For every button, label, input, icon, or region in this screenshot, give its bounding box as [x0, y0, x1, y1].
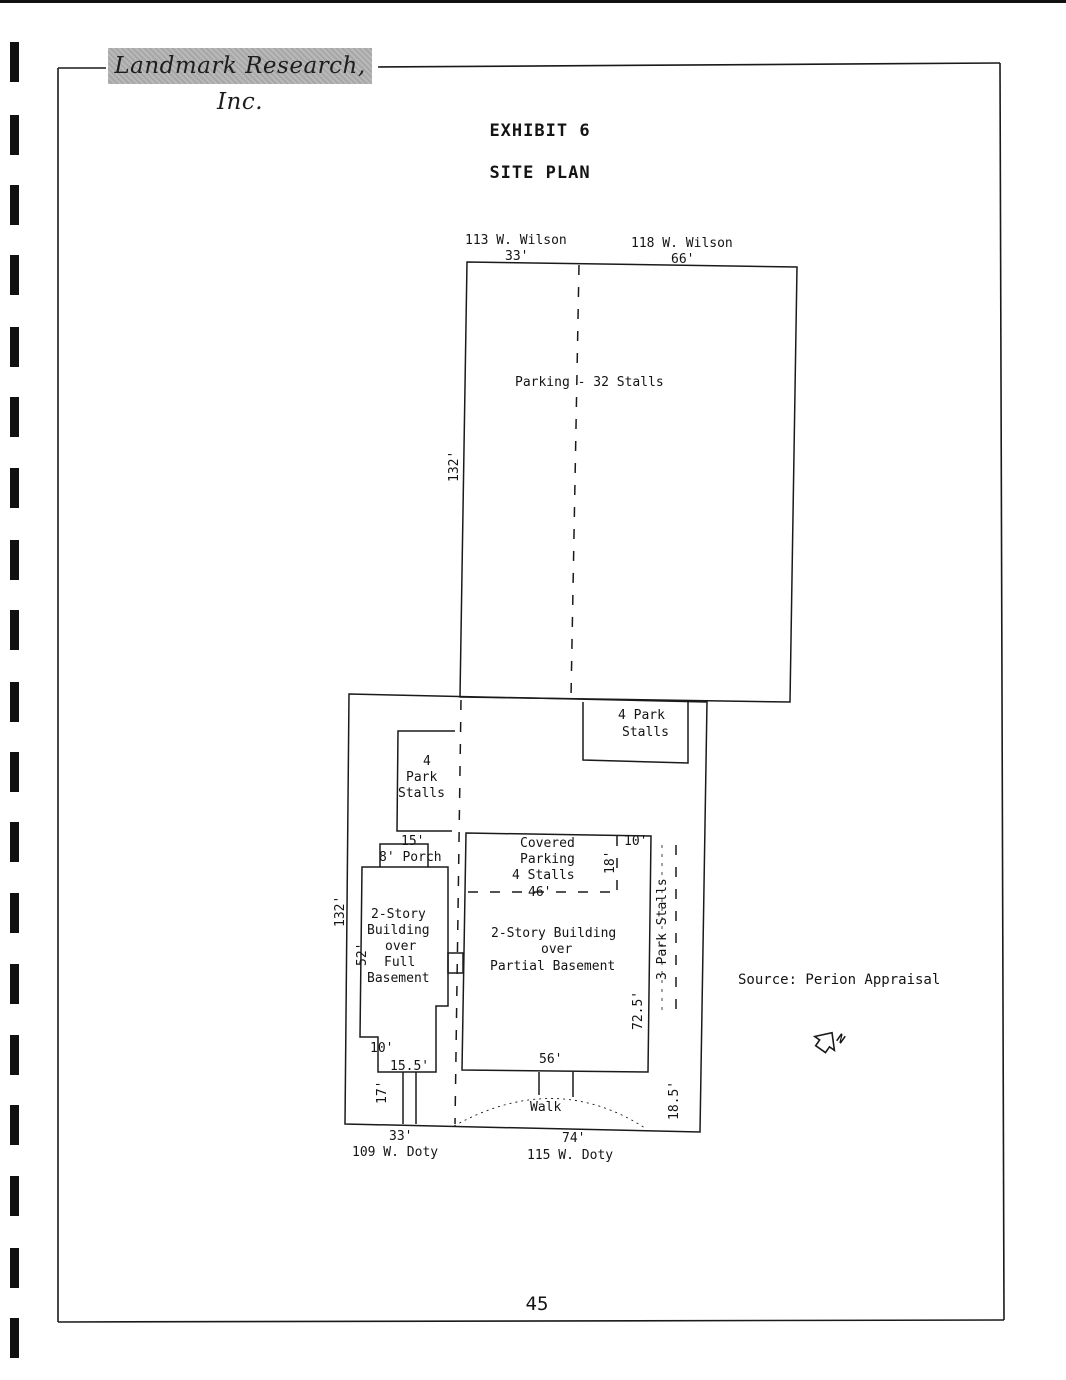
porch-label: 8' Porch — [379, 850, 442, 865]
dimension-label: 15.5' — [390, 1059, 429, 1074]
dimension-label: 18.5' — [667, 1081, 682, 1120]
company-logo: Landmark Research, Inc. — [108, 48, 372, 115]
building-label: Basement — [367, 971, 430, 986]
park-stalls-label: 3 Park Stalls — [655, 878, 670, 980]
porch-outline — [379, 843, 429, 867]
dimension-label: 15' — [401, 834, 424, 849]
building-label: Building — [367, 923, 430, 938]
main-building — [461, 832, 652, 1073]
binding-mark — [10, 185, 19, 225]
covered-parking-label: Parking — [520, 852, 575, 867]
dimension-label: 46' — [528, 885, 551, 900]
building-label: Partial Basement — [490, 959, 615, 974]
walk-label: Walk — [530, 1100, 561, 1115]
walk-arc — [453, 1098, 646, 1129]
binding-mark — [10, 752, 19, 792]
binding-mark — [10, 115, 19, 155]
binding-mark — [10, 1176, 19, 1216]
dimension-label: 52' — [355, 943, 370, 966]
binding-mark — [10, 540, 19, 580]
covered-parking-label: 4 Stalls — [512, 868, 575, 883]
lot-divider-line — [570, 264, 580, 698]
dimension-label: 74' — [562, 1131, 585, 1146]
dimension-label: 33' — [389, 1129, 412, 1144]
address-118-wilson: 118 W. Wilson — [631, 236, 733, 251]
parking-lot-label: Parking - 32 Stalls — [515, 375, 664, 390]
binding-mark — [10, 255, 19, 295]
binding-mark — [10, 822, 19, 862]
top-border — [0, 0, 1066, 3]
binding-mark — [10, 1035, 19, 1075]
exhibit-subtitle: SITE PLAN — [489, 163, 591, 183]
binding-mark — [10, 1248, 19, 1288]
binding-mark — [10, 893, 19, 933]
dimension-label: 10' — [624, 834, 647, 849]
binding-mark — [10, 327, 19, 367]
park-stalls-label: Park — [406, 770, 437, 785]
address-109-doty: 109 W. Doty — [352, 1145, 438, 1160]
dimension-label: 66' — [671, 252, 694, 267]
right-park-stalls-box — [582, 702, 689, 764]
covered-parking-label: Covered — [520, 836, 575, 851]
park-stalls-label: Stalls — [622, 725, 669, 740]
binding-mark — [10, 397, 19, 437]
building-label: 2-Story — [371, 907, 426, 922]
binding-mark — [10, 610, 19, 650]
lower-parcel — [344, 693, 708, 1133]
address-115-doty: 115 W. Doty — [527, 1148, 613, 1163]
binding-mark — [10, 964, 19, 1004]
north-arrow-icon: N — [812, 1031, 848, 1054]
left-park-stalls-box — [396, 730, 455, 832]
dimension-label: 18' — [603, 851, 618, 874]
building-label: Full — [384, 955, 415, 970]
building-label: over — [385, 939, 416, 954]
north-letter: N — [834, 1031, 848, 1047]
park-stalls-label: 4 — [423, 754, 431, 769]
page-number: 45 — [507, 1293, 567, 1315]
lot-line-lower — [454, 699, 462, 1125]
dimension-label: 17' — [375, 1081, 390, 1104]
building-label: over — [541, 942, 572, 957]
binding-mark — [10, 1105, 19, 1145]
dimension-label: 10' — [370, 1041, 393, 1056]
park-stalls-label: Stalls — [398, 786, 445, 801]
parking-lot-parcel — [459, 261, 798, 703]
dimension-label: 132' — [333, 896, 348, 927]
binding-mark — [10, 1318, 19, 1358]
dimension-label: 132' — [447, 451, 462, 482]
exhibit-title: EXHIBIT 6 — [489, 121, 591, 141]
left-building — [359, 866, 449, 1073]
binding-mark — [10, 682, 19, 722]
binding-mark — [10, 42, 19, 82]
dimension-label: 33' — [505, 249, 528, 264]
address-113-wilson: 113 W. Wilson — [465, 233, 567, 248]
park-stalls-label: 4 Park — [618, 708, 665, 723]
building-label: 2-Story Building — [491, 926, 616, 941]
binding-mark — [10, 468, 19, 508]
building-connector — [447, 952, 464, 974]
source-note: Source: Perion Appraisal — [738, 972, 941, 988]
dimension-label: 72.5' — [631, 991, 646, 1030]
dimension-label: 56' — [539, 1052, 562, 1067]
